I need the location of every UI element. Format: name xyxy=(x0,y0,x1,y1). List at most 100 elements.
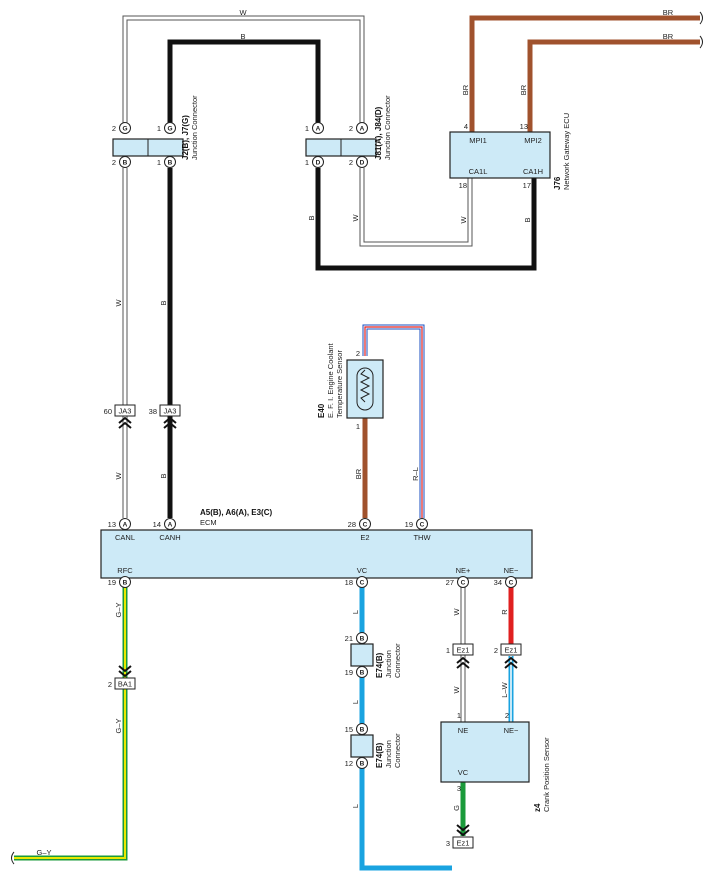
pin-letter: C xyxy=(360,580,365,587)
chevron-icon xyxy=(456,656,470,669)
tag-ja3-right: JA3 xyxy=(164,407,177,416)
jc1-name: Junction Connector xyxy=(190,95,199,160)
junction-connector-e74-upper xyxy=(350,643,374,667)
svg-text:W: W xyxy=(114,299,123,307)
chevron-icon xyxy=(163,416,177,429)
e74a-name-2: Connector xyxy=(393,643,402,678)
svg-text:17: 17 xyxy=(523,181,531,190)
svg-text:19: 19 xyxy=(405,520,413,529)
svg-text:14: 14 xyxy=(153,520,161,529)
svg-text:BR: BR xyxy=(354,468,363,479)
svg-text:1: 1 xyxy=(356,422,360,431)
ecm-pin-nep: NE+ xyxy=(456,566,471,575)
svg-text:19: 19 xyxy=(108,578,116,587)
svg-text:2: 2 xyxy=(112,158,116,167)
svg-text:4: 4 xyxy=(464,122,468,131)
coolant-temp-sensor xyxy=(346,359,384,419)
wire-label-w-top: W xyxy=(239,8,247,17)
svg-text:18: 18 xyxy=(345,578,353,587)
svg-text:60: 60 xyxy=(104,407,112,416)
gateway-pin-ca1l: CA1L xyxy=(469,167,488,176)
pin-letter: A xyxy=(123,522,128,529)
ecm-pin-e2: E2 xyxy=(360,533,369,542)
network-gateway-ecu xyxy=(449,131,551,179)
pin-letter: C xyxy=(461,580,466,587)
pin-letter: A xyxy=(316,126,321,133)
wire-w-gateway xyxy=(359,168,473,247)
ecm-pin-nem: NE− xyxy=(504,566,519,575)
svg-text:BR: BR xyxy=(461,84,470,95)
wire-br-mpi1 xyxy=(469,15,700,132)
svg-text:21: 21 xyxy=(345,634,353,643)
svg-text:B: B xyxy=(523,217,532,222)
ecm-pin-canl: CANL xyxy=(115,533,135,542)
svg-text:2: 2 xyxy=(356,349,360,358)
sensor-name-2: Temperature Sensor xyxy=(335,350,344,418)
e74a-id: E74(B) xyxy=(375,652,384,678)
e74a-name-1: Junction xyxy=(384,650,393,678)
chevron-icon xyxy=(504,656,518,669)
svg-text:38: 38 xyxy=(149,407,157,416)
tag-ba1: BA1 xyxy=(118,680,132,689)
svg-text:2: 2 xyxy=(494,646,498,655)
svg-text:1: 1 xyxy=(305,158,309,167)
svg-text:3: 3 xyxy=(446,839,450,848)
ecm-id: A5(B), A6(A), E3(C) xyxy=(200,508,272,517)
svg-text:R: R xyxy=(500,609,509,615)
e74b-name-1: Junction xyxy=(384,740,393,768)
svg-text:1: 1 xyxy=(157,158,161,167)
svg-text:W: W xyxy=(459,216,468,224)
crank-name: Crank Position Sensor xyxy=(542,737,551,812)
pin-letter: D xyxy=(316,160,321,167)
svg-text:28: 28 xyxy=(348,520,356,529)
sensor-id: E40 xyxy=(317,403,326,418)
e74b-name-2: Connector xyxy=(393,733,402,768)
svg-text:27: 27 xyxy=(446,578,454,587)
svg-text:L: L xyxy=(351,804,360,808)
chevron-icon xyxy=(118,416,132,429)
svg-text:18: 18 xyxy=(459,181,467,190)
svg-text:19: 19 xyxy=(345,668,353,677)
ecm-pin-thw: THW xyxy=(413,533,431,542)
pin-letter: A xyxy=(360,126,365,133)
gateway-pin-mpi1: MPI1 xyxy=(469,136,487,145)
e74b-id: E74(B) xyxy=(375,742,384,768)
gateway-id: J76 xyxy=(553,176,562,190)
svg-text:W: W xyxy=(452,686,461,694)
svg-text:12: 12 xyxy=(345,759,353,768)
vertical-wire-labels: W B W B B W W B BR BR BR R–L G–Y G–Y L L… xyxy=(114,84,532,811)
junction-connector-e74-lower xyxy=(350,734,374,758)
gateway-pin-ca1h: CA1H xyxy=(523,167,543,176)
wire-br-mpi2 xyxy=(527,39,700,132)
ecm-pin-canh: CANH xyxy=(159,533,180,542)
pin-letter: B xyxy=(360,636,365,643)
svg-text:2: 2 xyxy=(112,124,116,133)
wire-b-top-loop xyxy=(167,39,321,128)
tag-ez1-ne: Ez1 xyxy=(457,646,470,655)
svg-text:G–Y: G–Y xyxy=(114,718,123,733)
svg-text:13: 13 xyxy=(520,122,528,131)
svg-text:13: 13 xyxy=(108,520,116,529)
jc2-name: Junction Connector xyxy=(383,95,392,160)
svg-text:L: L xyxy=(351,610,360,614)
svg-text:L–W: L–W xyxy=(500,681,509,697)
svg-text:15: 15 xyxy=(345,725,353,734)
svg-text:2: 2 xyxy=(349,124,353,133)
pin-letter: A xyxy=(168,522,173,529)
svg-text:1: 1 xyxy=(446,646,450,655)
chevron-icon xyxy=(118,665,132,678)
jc2-id: J81(A), J84(D) xyxy=(374,106,383,160)
tag-ja3-left: JA3 xyxy=(119,407,132,416)
jc1-id: J2(B), J7(G) xyxy=(181,115,190,160)
wire-b-gateway xyxy=(315,168,537,271)
pin-letter: B xyxy=(123,580,128,587)
svg-text:2: 2 xyxy=(349,158,353,167)
ecm-pin-vc: VC xyxy=(357,566,368,575)
wire-break-left xyxy=(11,851,15,865)
wire-break-top1 xyxy=(699,11,703,25)
pin-letter: C xyxy=(363,522,368,529)
wire-label-b-top: B xyxy=(240,32,245,41)
gateway-name: Network Gateway ECU xyxy=(562,113,571,190)
svg-text:G: G xyxy=(452,805,461,811)
